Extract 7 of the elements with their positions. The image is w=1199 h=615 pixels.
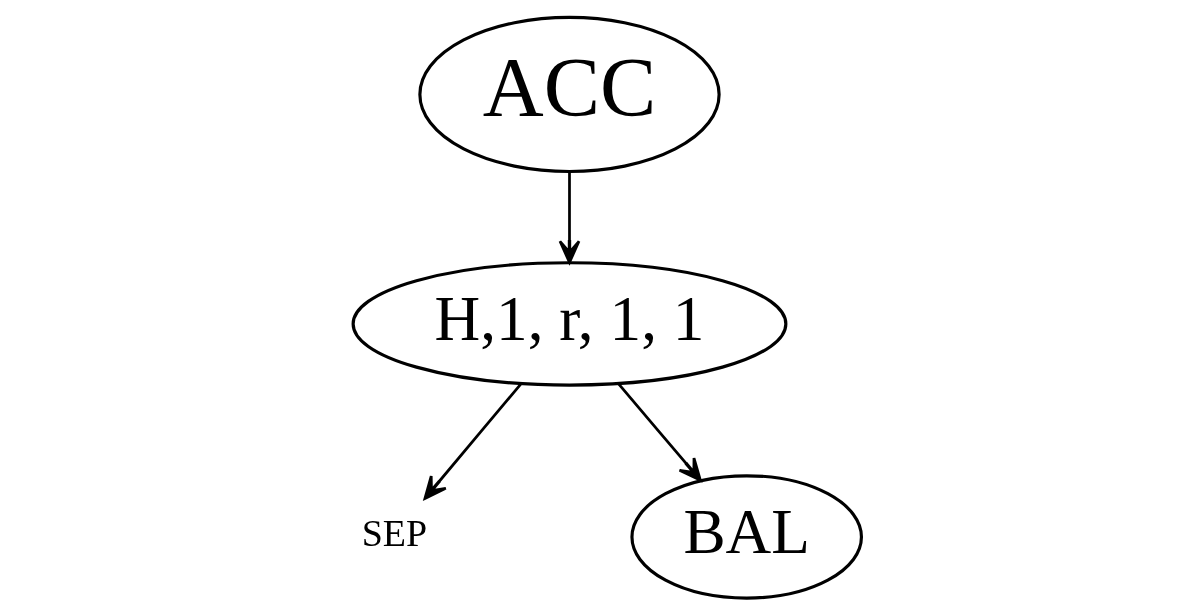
node-ellipse: H,1, r, 1, 1	[351, 261, 788, 387]
node-text: SEP	[361, 512, 428, 555]
node-ellipse: ACC	[418, 15, 721, 174]
arrow	[617, 382, 702, 482]
arrow	[423, 382, 523, 500]
node-ellipse: BAL	[630, 474, 864, 600]
arrow	[558, 172, 581, 264]
